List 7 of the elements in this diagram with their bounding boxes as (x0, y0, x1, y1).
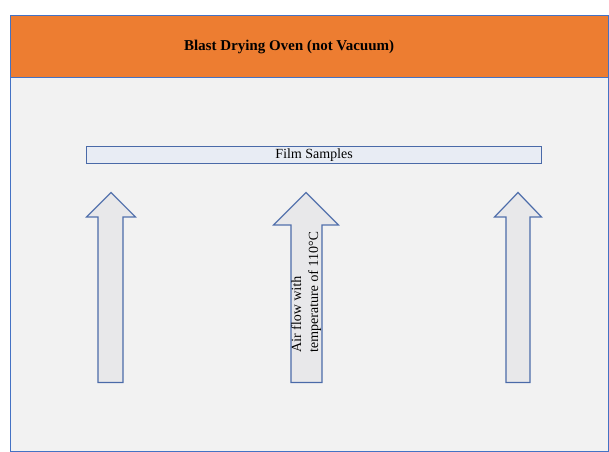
airflow-label: Air flow with temperature of 110°C (289, 230, 323, 352)
oven-chamber (10, 15, 609, 452)
film-samples-bar: Film Samples (86, 146, 542, 164)
oven-title: Blast Drying Oven (not Vacuum) (184, 38, 394, 55)
airflow-arrow (273, 192, 339, 383)
up-arrow (86, 192, 136, 383)
up-arrow (494, 192, 542, 383)
